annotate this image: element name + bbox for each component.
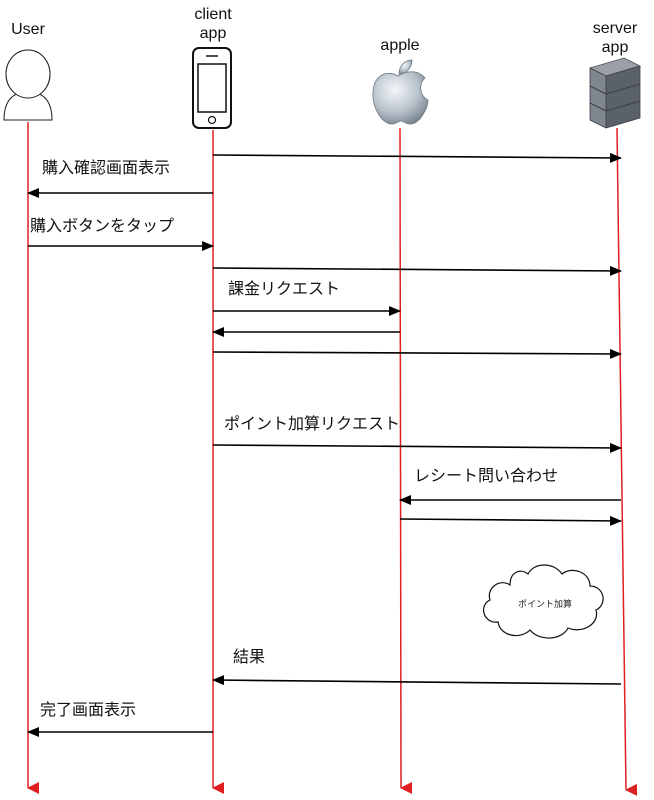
message-arrow-10 — [399, 515, 622, 526]
server-icon — [588, 57, 642, 129]
message-label-5: 課金リクエスト — [228, 279, 341, 298]
actor-label-server: server app — [580, 19, 650, 57]
actor-label-server-line2: app — [601, 39, 629, 56]
phone-icon — [192, 47, 232, 129]
message-arrow-7 — [212, 348, 622, 359]
lifeline-apple — [399, 127, 413, 794]
message-label-2: 購入確認画面表示 — [42, 158, 171, 177]
message-label-12: 完了画面表示 — [40, 700, 137, 719]
message-label-11: 結果 — [233, 647, 266, 666]
cloud-note-shape — [482, 564, 604, 639]
actor-label-client-line1: client — [194, 6, 232, 23]
message-label-3: 購入ボタンをタップ — [30, 216, 175, 235]
message-arrow-1 — [212, 152, 622, 163]
message-arrow-8 — [212, 442, 622, 453]
actor-label-apple: apple — [380, 37, 420, 54]
apple-logo-icon — [372, 59, 429, 125]
actor-label-client: client app — [178, 5, 248, 43]
cloud-note-label: ポイント加算 — [518, 600, 573, 610]
message-label-9: レシート問い合わせ — [414, 466, 559, 485]
actor-label-user: User — [11, 21, 45, 38]
message-arrow-11 — [212, 675, 622, 686]
actor-label-client-line2: app — [199, 25, 227, 42]
actor-label-server-line1: server — [592, 20, 638, 37]
message-label-8: ポイント加算リクエスト — [224, 414, 401, 433]
lifeline-server — [616, 127, 638, 796]
person-icon — [3, 49, 53, 121]
message-arrow-4 — [212, 265, 622, 276]
